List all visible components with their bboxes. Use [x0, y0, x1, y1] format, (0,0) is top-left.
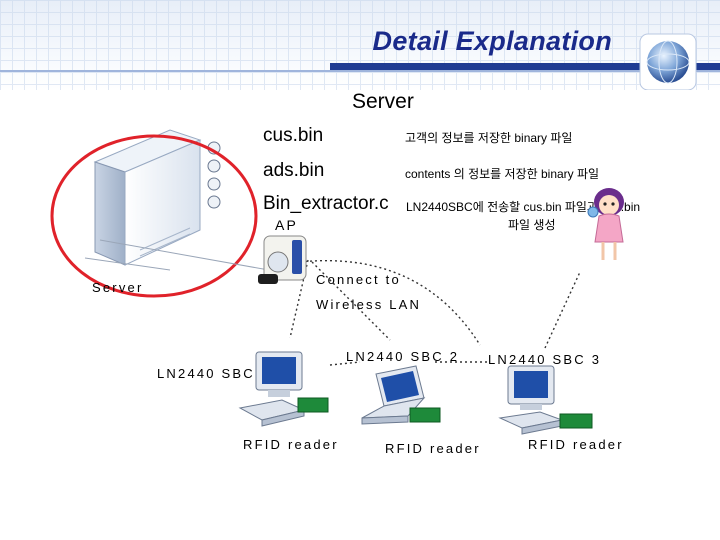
rfid-reader-board	[298, 398, 328, 412]
link-sbc3-character	[545, 272, 580, 348]
laptop-computer-icon	[358, 360, 458, 446]
character-illustration	[585, 186, 633, 268]
desktop-computer-icon	[232, 346, 332, 432]
server-label: Server	[92, 280, 144, 295]
rfid-reader-board	[560, 414, 592, 428]
ap-label: AP	[275, 217, 298, 233]
connect-label-line2: Wireless LAN	[316, 297, 421, 312]
rfid-reader3-label: RFID reader	[528, 437, 624, 452]
connect-label-line1: Connect to	[316, 272, 401, 287]
rfid-reader1-label: RFID reader	[243, 437, 339, 452]
desktop-computer-icon	[488, 362, 598, 442]
access-point-icon	[256, 232, 314, 286]
rfid-reader-board	[410, 408, 440, 422]
rfid-reader2-label: RFID reader	[385, 441, 481, 456]
